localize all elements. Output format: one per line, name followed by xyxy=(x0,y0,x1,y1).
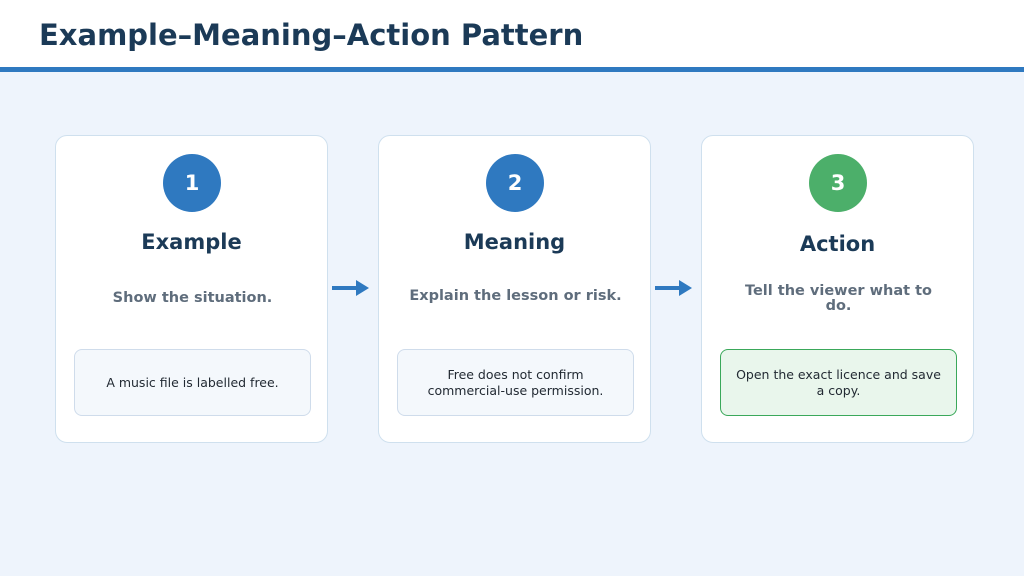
arrow-right-icon xyxy=(655,280,692,296)
step-note-text: Free does not confirm commercial-use per… xyxy=(427,366,604,398)
step-example-note: A music file is labelled free. xyxy=(74,349,311,416)
step-meaning-note: Free does not confirm commercial-use per… xyxy=(397,349,634,416)
step-card-meaning: 2 Meaning Explain the lesson or risk. Fr… xyxy=(378,135,651,443)
step-number-badge: 3 xyxy=(809,154,867,212)
step-title: Example xyxy=(141,230,242,254)
step-title: Meaning xyxy=(463,230,566,254)
step-note-text: Open the exact licence and save a copy. xyxy=(736,366,941,398)
step-card-action: 3 Action Tell the viewer what to do. Ope… xyxy=(701,135,974,443)
header-divider xyxy=(0,67,1024,72)
step-number-badge: 1 xyxy=(163,154,221,212)
arrow-right-icon xyxy=(332,280,369,296)
page-title: Example–Meaning–Action Pattern xyxy=(39,18,584,52)
step-number-badge: 2 xyxy=(486,154,544,212)
step-note-text: A music file is labelled free. xyxy=(106,374,279,390)
step-title: Action xyxy=(799,232,876,256)
step-subtitle: Show the situation. xyxy=(112,290,273,306)
step-subtitle: Tell the viewer what to do. xyxy=(745,283,932,314)
step-action-note: Open the exact licence and save a copy. xyxy=(720,349,957,416)
header: Example–Meaning–Action Pattern xyxy=(0,0,1024,67)
step-card-example: 1 Example Show the situation. A music fi… xyxy=(55,135,328,443)
step-subtitle: Explain the lesson or risk. xyxy=(409,288,622,304)
